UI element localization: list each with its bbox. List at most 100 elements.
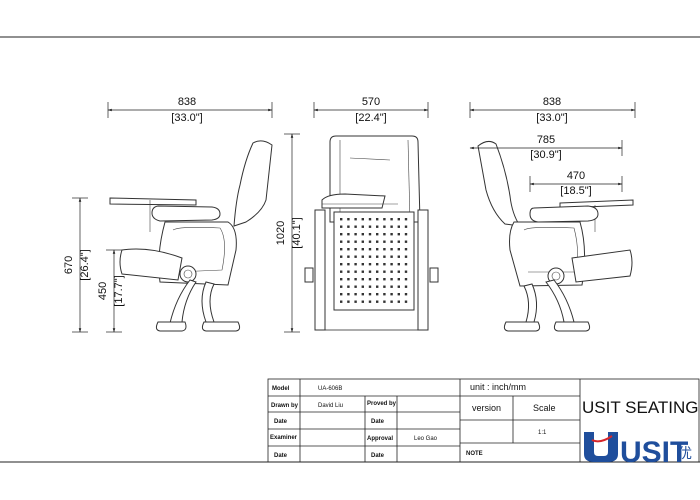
- dimension-left-depth: 838 [33.0"]: [107, 96, 273, 124]
- perforation-hole: [390, 293, 393, 296]
- dim-right-short-in: [18.5"]: [560, 185, 591, 197]
- front-view: [304, 135, 439, 331]
- dimension-right-mid: 785 [30.9"]: [469, 134, 623, 161]
- perforation-hole: [347, 300, 350, 303]
- date-label-4: Date: [371, 453, 385, 459]
- dim-right-depth-mm: 838: [543, 96, 561, 108]
- proved-by-label: Proved by: [367, 401, 397, 407]
- perforation-hole: [397, 270, 400, 273]
- perforation-hole: [397, 300, 400, 303]
- perforation-hole: [383, 225, 386, 228]
- dim-left-seat-in: [17.7"]: [113, 275, 125, 306]
- usit-logo: USIT 优: [584, 432, 692, 469]
- dim-left-depth-mm: 838: [178, 96, 196, 108]
- perforation-hole: [376, 255, 379, 258]
- perforation-hole: [383, 263, 386, 266]
- perforation-hole: [368, 255, 372, 258]
- perforation-hole: [376, 233, 379, 236]
- unit-text: unit : inch/mm: [470, 382, 526, 392]
- perforation-hole: [354, 293, 357, 296]
- perforation-hole: [383, 240, 386, 243]
- perforation-hole: [361, 225, 364, 228]
- perforation-hole: [390, 300, 393, 303]
- perforation-hole: [354, 270, 357, 273]
- perforation-hole: [354, 278, 357, 281]
- dim-front-height-in: [40.1"]: [291, 217, 303, 248]
- dim-right-short-mm: 470: [567, 170, 585, 182]
- perforation-hole: [347, 255, 350, 258]
- dim-right-mid-mm: 785: [537, 134, 555, 146]
- perforation-hole: [354, 255, 357, 258]
- perforation-hole: [368, 300, 372, 303]
- perforation-hole: [404, 255, 408, 258]
- perforation-hole: [383, 285, 386, 288]
- perforation-hole: [368, 240, 372, 243]
- perforation-hole: [404, 240, 408, 243]
- perforation-hole: [368, 270, 372, 273]
- perforation-hole: [354, 233, 357, 236]
- perforation-hole: [340, 248, 343, 251]
- model-value: UA-606B: [318, 386, 342, 392]
- approval-label: Approval: [367, 436, 393, 442]
- perforation-hole: [397, 225, 400, 228]
- perforation-hole: [368, 248, 372, 251]
- perforation-hole: [354, 285, 357, 288]
- perforation-hole: [397, 285, 400, 288]
- perforation-hole: [376, 285, 379, 288]
- perforation-hole: [383, 233, 386, 236]
- dim-front-width-in: [22.4"]: [355, 112, 386, 124]
- perforation-hole: [368, 293, 372, 296]
- perforation-hole: [347, 270, 350, 273]
- dim-right-depth-in: [33.0"]: [536, 112, 567, 124]
- perforation-hole: [404, 248, 408, 251]
- dim-front-width-mm: 570: [362, 96, 380, 108]
- perforation-hole: [361, 218, 364, 221]
- company-name: USIT SEATING: [582, 398, 699, 417]
- logo-cn-mark: 优: [678, 446, 692, 462]
- perforation-hole: [354, 248, 357, 251]
- perforation-hole: [354, 300, 357, 303]
- perforation-hole: [383, 293, 386, 296]
- perforation-hole: [404, 233, 408, 236]
- perforation-hole: [340, 285, 343, 288]
- perforation-hole: [404, 225, 408, 228]
- perforation-hole: [368, 278, 372, 281]
- dimension-front-height: 1020 [40.1"]: [275, 133, 303, 333]
- version-label: version: [472, 403, 501, 413]
- perforation-hole: [368, 225, 372, 228]
- perforation-hole: [390, 233, 393, 236]
- perforation-hole: [390, 285, 393, 288]
- perforation-hole: [383, 278, 386, 281]
- perforation-hole: [340, 263, 343, 266]
- perforation-hole: [404, 285, 408, 288]
- perforation-hole: [390, 248, 393, 251]
- perforation-hole: [397, 218, 400, 221]
- model-label: Model: [272, 386, 290, 392]
- perforation-hole: [361, 255, 364, 258]
- scale-value: 1:1: [538, 430, 547, 436]
- perforation-hole: [361, 293, 364, 296]
- perforation-hole: [361, 248, 364, 251]
- dim-right-mid-in: [30.9"]: [530, 149, 561, 161]
- dimension-right-depth: 838 [33.0"]: [469, 96, 636, 124]
- perforation-hole: [376, 225, 379, 228]
- perforation-hole: [368, 233, 372, 236]
- perforation-hole: [376, 263, 379, 266]
- perforation-hole: [347, 218, 350, 221]
- seat-perforations: [340, 218, 408, 303]
- title-block: [267, 378, 700, 463]
- logo-wordmark: USIT: [620, 436, 688, 469]
- perforation-hole: [340, 225, 343, 228]
- perforation-hole: [397, 278, 400, 281]
- perforation-hole: [361, 240, 364, 243]
- perforation-hole: [368, 285, 372, 288]
- perforation-hole: [383, 300, 386, 303]
- perforation-hole: [354, 240, 357, 243]
- perforation-hole: [361, 233, 364, 236]
- perforation-hole: [390, 278, 393, 281]
- perforation-hole: [376, 240, 379, 243]
- title-block-text: Model UA-606B Drawn by David Liu Proved …: [270, 382, 699, 459]
- dimension-right-short: 470 [18.5"]: [529, 170, 623, 197]
- perforation-hole: [390, 255, 393, 258]
